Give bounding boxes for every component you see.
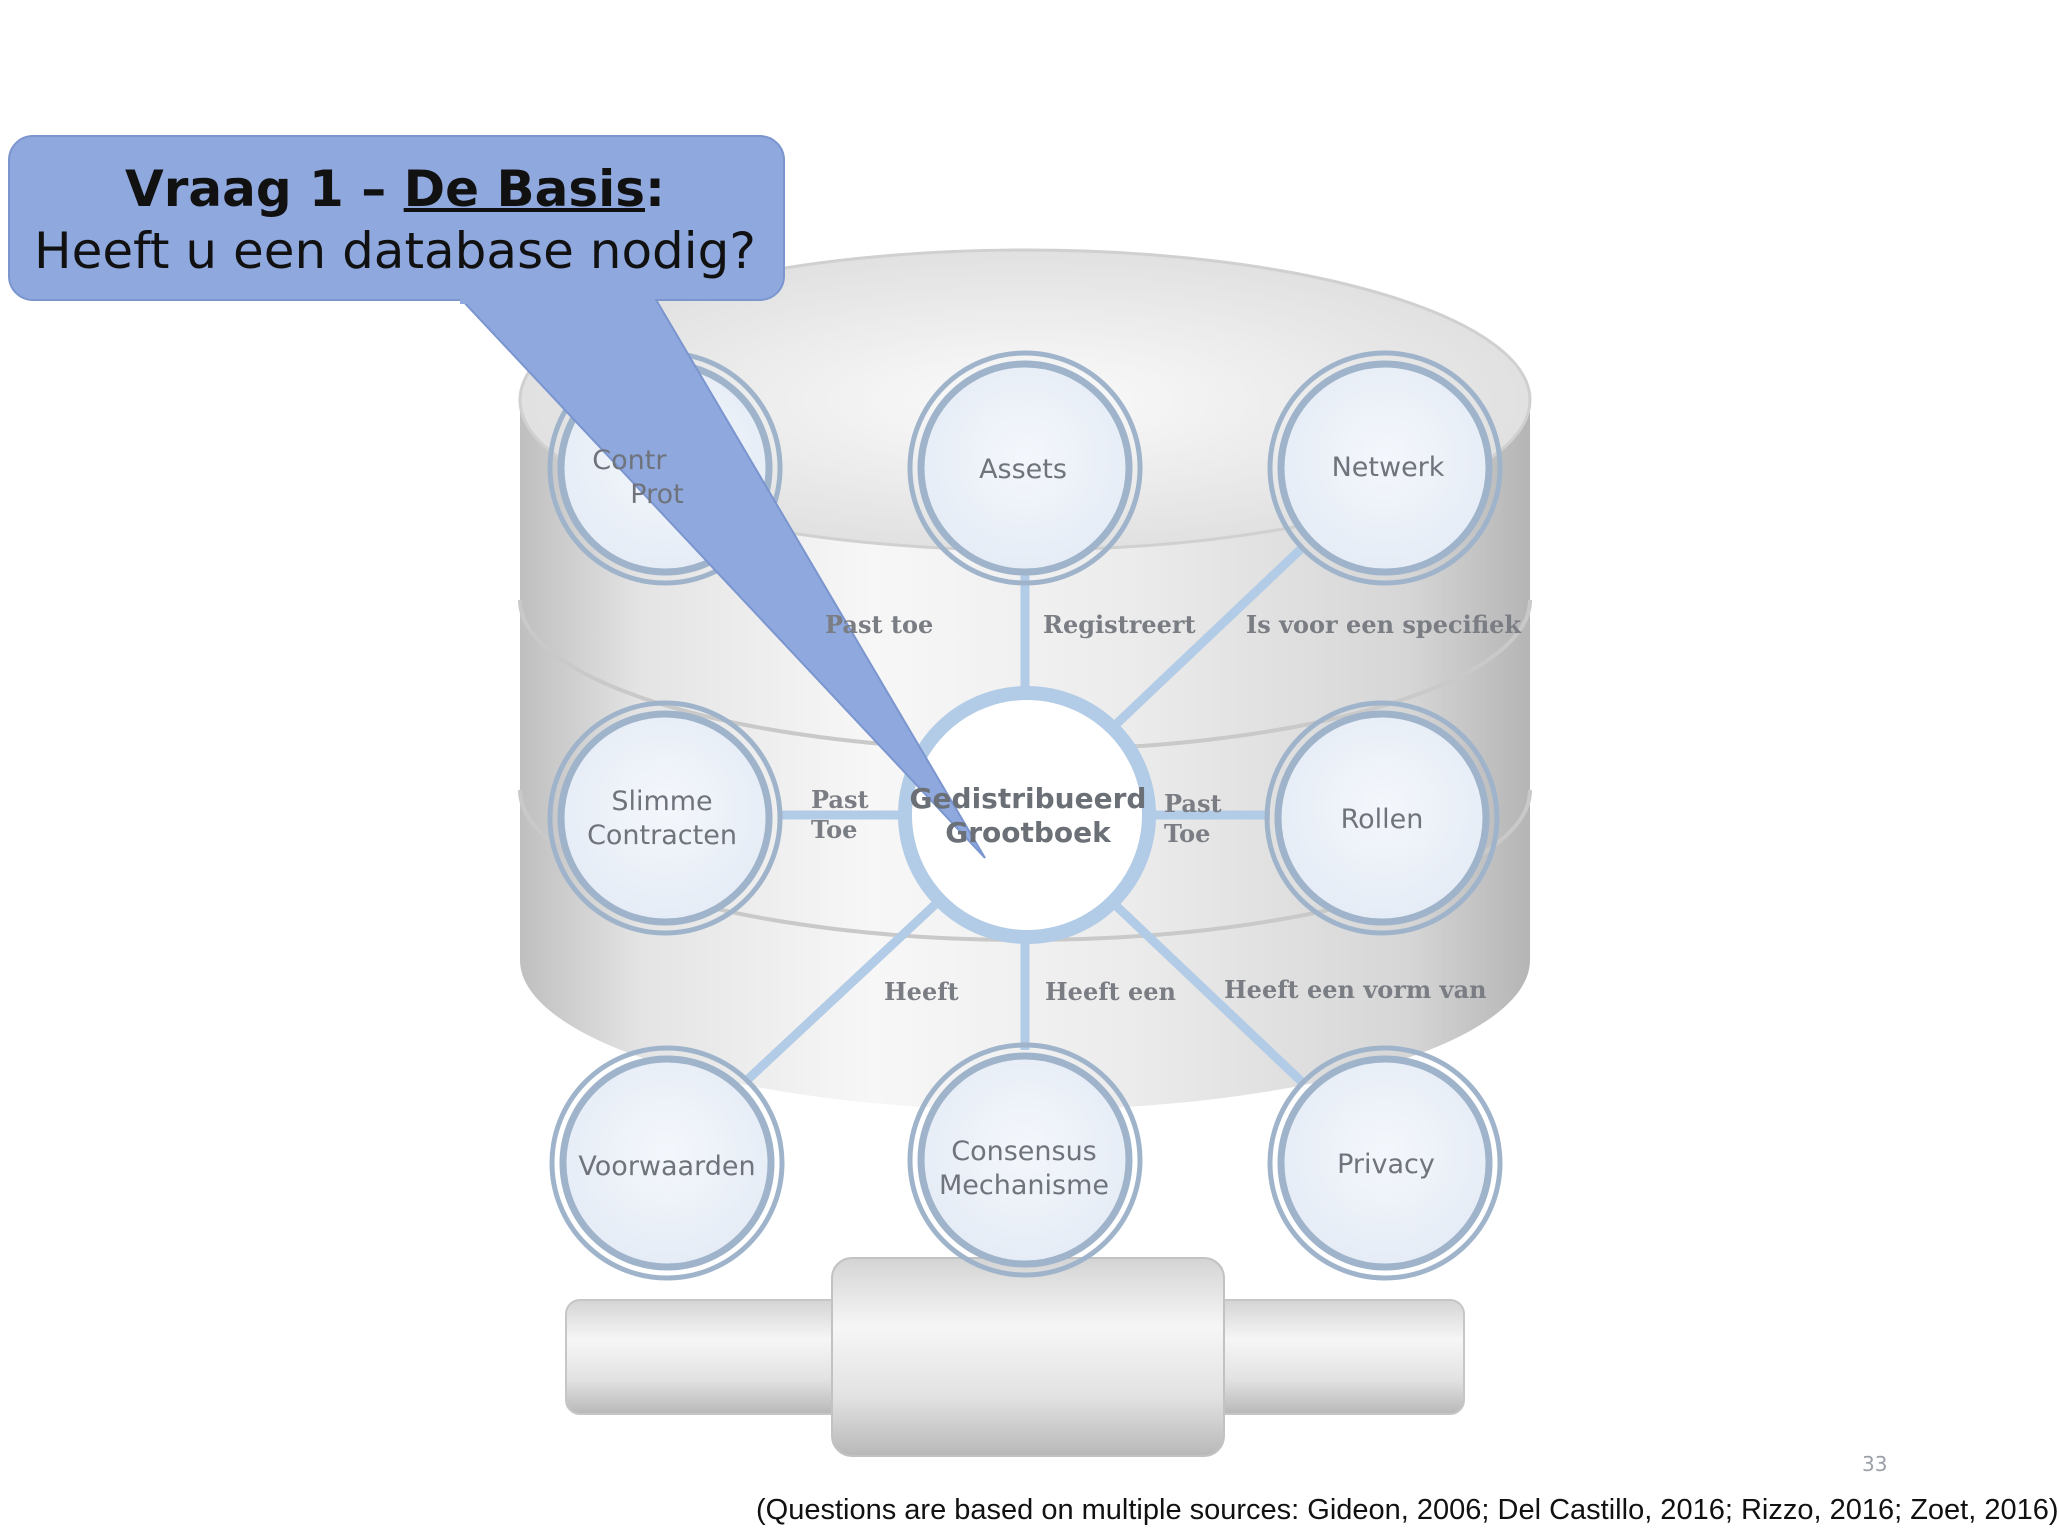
node-label-privacy: Privacy: [1337, 1149, 1435, 1180]
edge-label-heeft-een: Heeft een: [1045, 977, 1176, 1006]
callout-subtitle: Heeft u een database nodig?: [34, 222, 756, 280]
node-label-contracten-protocol: Contr Prot: [592, 444, 684, 512]
edge-label-past-toe-top: Past toe: [825, 610, 934, 639]
slide-number: 33: [1862, 1452, 1888, 1476]
node-label-line1: Consensus: [951, 1136, 1097, 1167]
callout-title: Vraag 1 – De Basis:: [10, 160, 780, 218]
node-slimme-contracten: [547, 700, 783, 936]
node-label-slimme-contracten: Slimme Contracten: [587, 785, 737, 853]
callout-title-suffix: :: [644, 160, 665, 218]
node-label-assets: Assets: [979, 454, 1067, 485]
node-privacy: [1267, 1045, 1503, 1281]
pipe-connector: [565, 1257, 1465, 1457]
callout-title-underlined: De Basis: [403, 160, 645, 218]
edge-label-past-toe-right: Past Toe: [1164, 789, 1222, 849]
edge-label-registreert: Registreert: [1043, 610, 1196, 639]
edge-label-heeft-een-vorm-van: Heeft een vorm van: [1224, 975, 1487, 1004]
node-center: [898, 686, 1156, 944]
edge-label-heeft: Heeft: [884, 977, 959, 1006]
center-label-line2: Grootboek: [945, 816, 1111, 849]
edge-label-line1: Past: [1164, 789, 1222, 818]
node-netwerk: [1267, 350, 1503, 586]
callout-bubble: [8, 135, 986, 859]
edge-label-past-toe-left: Past Toe: [811, 785, 869, 845]
edge-label-is-voor-een-specifiek: Is voor een specifiek: [1246, 610, 1522, 639]
node-rollen: [1264, 700, 1500, 936]
node-label-netwerk: Netwerk: [1331, 452, 1445, 483]
node-label-voorwaarden: Voorwaarden: [578, 1151, 756, 1182]
node-label-rollen: Rollen: [1340, 804, 1424, 835]
sources-citation: (Questions are based on multiple sources…: [756, 1494, 2059, 1526]
node-label-line1: Contr: [592, 445, 667, 476]
node-label-line2: Prot: [630, 479, 684, 510]
edge-label-line1: Past: [811, 785, 869, 814]
node-assets: [907, 350, 1143, 586]
node-label-line2: Mechanisme: [938, 1170, 1110, 1201]
node-label-line2: Contracten: [587, 820, 737, 851]
center-label-line1: Gedistribueerd: [909, 782, 1147, 815]
node-label-consensus: Consensus Mechanisme: [939, 1135, 1109, 1203]
node-label-line1: Slimme: [611, 786, 713, 817]
edge-label-line2: Toe: [811, 815, 858, 844]
node-voorwaarden: [549, 1045, 785, 1281]
callout-title-prefix: Vraag 1 –: [125, 160, 404, 218]
node-consensus: [907, 1042, 1143, 1278]
center-node-label: Gedistribueerd Grootboek: [910, 782, 1147, 850]
edge-label-line2: Toe: [1164, 819, 1211, 848]
